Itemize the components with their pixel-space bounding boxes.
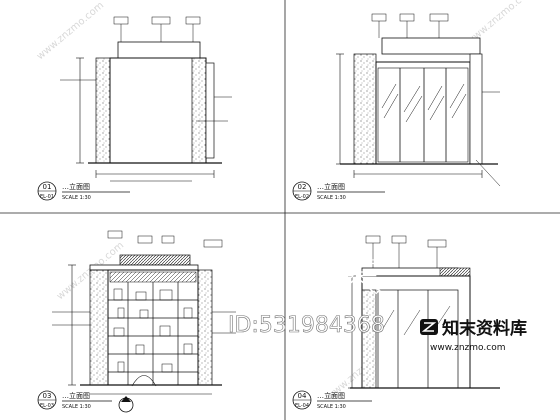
stone-column-right — [197, 269, 213, 386]
watermark: 知末 ID:531984368 知末资料库 www.znzmo.com — [228, 247, 527, 353]
drawing-ref: EL-01 — [40, 194, 54, 200]
stone-side-wall — [89, 269, 109, 386]
elevation-panel-01: 01 EL-01 …立面图 SCALE 1:30 — [37, 16, 232, 201]
ceiling-bulkhead — [381, 37, 481, 55]
wall-face — [361, 275, 471, 389]
glass-door-frame — [375, 61, 471, 165]
stone-column-left — [95, 57, 111, 164]
stone-column-right — [191, 57, 207, 164]
drawing-scale: SCALE 1:30 — [62, 195, 91, 201]
drawing-number: 02 — [298, 183, 307, 191]
znzmo-logo-icon — [420, 319, 438, 335]
watermark-site-url: www.znzmo.com — [430, 343, 505, 353]
drawing-title: …立面图 — [62, 182, 90, 191]
light-trough — [119, 254, 191, 266]
watermark-site-name: 知末资料库 — [441, 318, 527, 339]
drawing-number: 03 — [43, 392, 52, 400]
drawing-scale: SCALE 1:30 — [317, 195, 346, 201]
wall-face — [109, 57, 207, 164]
drawing-scale: SCALE 1:30 — [317, 404, 346, 410]
elevation-panel-02: 02 EL-02 …立面图 SCALE 1:30 — [292, 13, 501, 201]
ceiling-bulkhead — [117, 41, 201, 59]
elevation-panel-03: 03 EL-03 …立面图 SCALE 1:30 — [37, 230, 236, 413]
elevation-panel-04: 04 EL-04 …立面图 SCALE 1:30 — [292, 235, 500, 410]
stone-jamb — [353, 53, 377, 165]
side-return — [205, 62, 215, 159]
drawing-ref: EL-03 — [40, 403, 54, 409]
diagonal-watermark-1: www.znzmo.com — [35, 0, 106, 62]
drawing-title: …立面图 — [317, 182, 345, 191]
drawing-title: …立面图 — [62, 391, 90, 400]
watermark-id: ID:531984368 — [228, 313, 385, 338]
drawing-ref: EL-04 — [295, 403, 309, 409]
stone-jamb — [361, 289, 377, 389]
drawing-number: 04 — [298, 392, 307, 400]
drawing-number: 01 — [43, 183, 52, 191]
watermark-logo-text: 知末 — [285, 248, 381, 304]
drawing-ref: EL-02 — [295, 194, 309, 200]
drawing-title: …立面图 — [317, 391, 345, 400]
drawing-scale: SCALE 1:30 — [62, 404, 91, 410]
